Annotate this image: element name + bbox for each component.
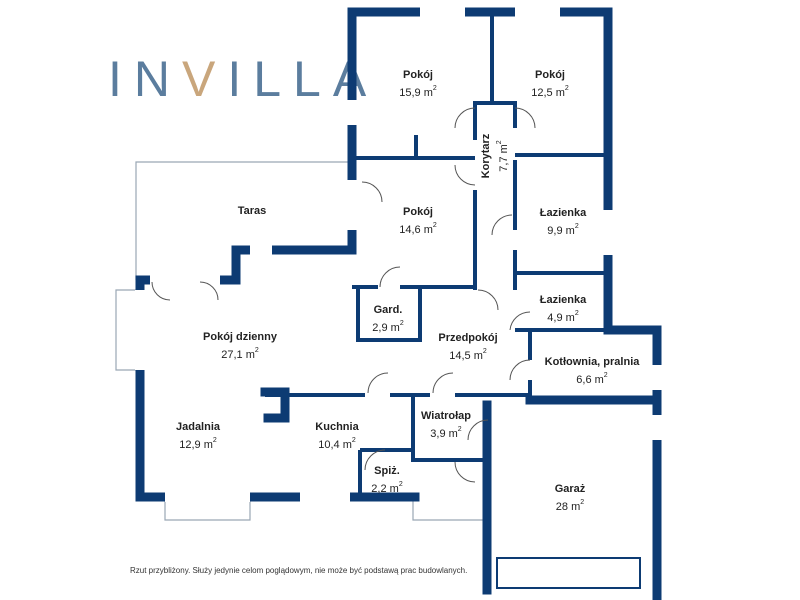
logo-text-v: V <box>182 51 228 107</box>
terrace-outline <box>115 161 487 521</box>
room-label: Gard.2,9 m2 <box>372 304 404 334</box>
room-label: Taras <box>237 205 267 217</box>
disclaimer-text: Rzut przybliżony. Służy jedynie celom po… <box>130 566 468 575</box>
logo-text-2: ILLA <box>227 51 379 107</box>
invilla-logo: INVILLA <box>108 50 378 108</box>
logo-text-1: IN <box>108 51 182 107</box>
room-label: Spiż.2,2 m2 <box>371 465 403 495</box>
inner-walls <box>265 12 608 497</box>
windows <box>135 7 662 502</box>
door-swings <box>151 107 641 589</box>
